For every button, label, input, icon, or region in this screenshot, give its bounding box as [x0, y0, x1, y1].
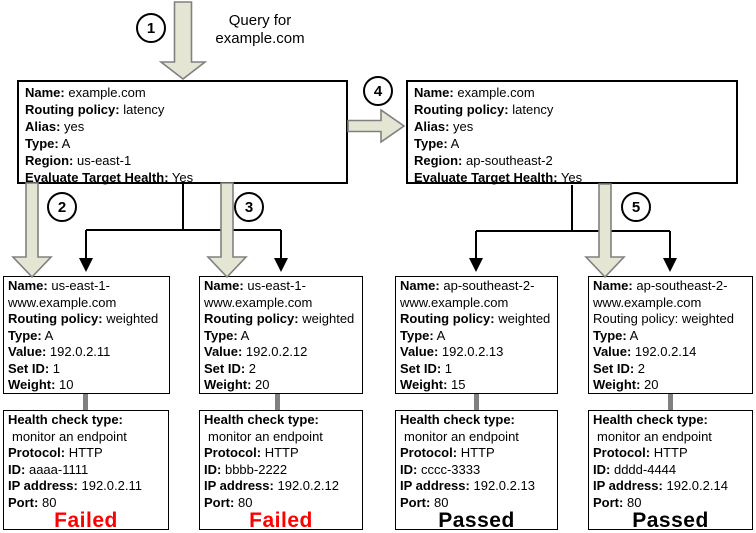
- field-id: ID: dddd-4444: [593, 461, 677, 477]
- field-id: ID: aaaa-1111: [8, 461, 89, 477]
- field-set-id: Set ID: 2: [593, 360, 646, 376]
- step-number: 3: [244, 198, 254, 216]
- field-protocol: Protocol: HTTP: [8, 445, 103, 460]
- field-type: Type: A: [414, 136, 460, 151]
- field-port: Port: 80: [400, 494, 449, 510]
- field-name: Name: us-east-1-www.example.com: [204, 278, 313, 310]
- field-weight: Weight: 10: [8, 377, 74, 392]
- query-label-line2: example.com: [215, 30, 305, 47]
- field-routing-policy: Routing policy: latency: [414, 102, 554, 117]
- field-value: Value: 192.0.2.13: [400, 344, 504, 359]
- field-value: Value: 192.0.2.14: [593, 344, 697, 359]
- step-number: 4: [373, 82, 383, 100]
- health-check-3: Health check type: monitor an endpoint P…: [395, 410, 558, 532]
- field-weight: Weight: 15: [400, 377, 466, 392]
- field-routing-policy: Routing policy: weighted: [8, 311, 159, 326]
- field-alias: Alias: yes: [414, 119, 474, 134]
- field-protocol: Protocol: HTTP: [204, 445, 299, 460]
- field-routing-policy: Routing policy: weighted: [400, 311, 551, 326]
- field-set-id: Set ID: 1: [8, 360, 61, 376]
- step2-down-arrow-icon: [11, 182, 53, 279]
- field-port: Port: 80: [8, 494, 57, 510]
- field-evaluate-target-health: Evaluate Target Health: Yes: [25, 170, 194, 185]
- field-type: Type: A: [25, 136, 71, 151]
- step4-right-arrow-icon: [347, 108, 406, 144]
- health-check-1: Health check type: monitor an endpoint P…: [3, 410, 169, 532]
- step-number: 5: [631, 198, 641, 216]
- step-number: 2: [57, 198, 67, 216]
- record-healthcheck-link: [83, 393, 88, 411]
- field-type: Type: A: [400, 327, 446, 343]
- field-port: Port: 80: [204, 494, 253, 510]
- field-value: Value: 192.0.2.12: [204, 344, 308, 359]
- field-name: Name: example.com: [414, 85, 535, 100]
- field-health-check-type-value: monitor an endpoint: [208, 428, 323, 444]
- weighted-record-3: Name: ap-southeast-2-www.example.com Rou…: [395, 276, 558, 394]
- field-ip-address: IP address: 192.0.2.14: [593, 478, 728, 493]
- latency-record-us-east-1: Name: example.com Routing policy: latenc…: [17, 80, 348, 185]
- field-set-id: Set ID: 1: [400, 360, 453, 376]
- field-value: Value: 192.0.2.11: [8, 344, 111, 359]
- field-name: Name: ap-southeast-2-www.example.com: [593, 278, 728, 310]
- query-label: Query for example.com: [193, 12, 327, 48]
- down-arrowhead-icon: [663, 258, 677, 272]
- field-health-check-type: Health check type:: [204, 412, 319, 427]
- record-healthcheck-link: [474, 393, 479, 411]
- step-1-badge: 1: [136, 13, 166, 43]
- down-arrowhead-icon: [79, 258, 93, 272]
- field-routing-policy: Routing policy: weighted: [204, 311, 355, 326]
- field-id: ID: cccc-3333: [400, 461, 481, 477]
- field-evaluate-target-health: Evaluate Target Health: Yes: [414, 170, 583, 185]
- down-arrowhead-icon: [469, 258, 483, 272]
- field-ip-address: IP address: 192.0.2.11: [8, 478, 142, 493]
- step-4-badge: 4: [363, 76, 393, 106]
- field-port: Port: 80: [593, 494, 642, 510]
- field-weight: Weight: 20: [593, 377, 659, 392]
- query-label-line1: Query for: [228, 12, 292, 29]
- field-name: Name: ap-southeast-2-www.example.com: [400, 278, 535, 310]
- status-badge: Passed: [632, 509, 709, 532]
- step-5-badge: 5: [621, 192, 651, 222]
- health-check-4: Health check type: monitor an endpoint P…: [588, 410, 753, 532]
- field-health-check-type: Health check type:: [593, 412, 708, 427]
- field-weight: Weight: 20: [204, 377, 270, 392]
- field-region: Region: us-east-1: [25, 153, 132, 168]
- latency-record-ap-southeast-2: Name: example.com Routing policy: latenc…: [406, 80, 738, 185]
- field-name: Name: example.com: [25, 85, 146, 100]
- status-badge: Failed: [249, 509, 313, 532]
- field-protocol: Protocol: HTTP: [593, 445, 688, 460]
- field-health-check-type-value: monitor an endpoint: [404, 428, 519, 444]
- field-name: Name: us-east-1-www.example.com: [8, 278, 117, 310]
- field-health-check-type-value: monitor an endpoint: [12, 428, 127, 444]
- field-id: ID: bbbb-2222: [204, 461, 288, 477]
- weighted-record-1: Name: us-east-1-www.example.com Routing …: [3, 276, 170, 394]
- record-healthcheck-link: [668, 393, 673, 411]
- step5-down-arrow-icon: [584, 183, 626, 279]
- field-ip-address: IP address: 192.0.2.12: [204, 478, 339, 493]
- step-3-badge: 3: [234, 192, 264, 222]
- field-type: Type: A: [593, 327, 639, 343]
- step-number: 1: [146, 19, 156, 37]
- field-type: Type: A: [8, 327, 54, 343]
- field-health-check-type: Health check type:: [8, 412, 123, 427]
- weighted-record-4: Name: ap-southeast-2-www.example.com Rou…: [588, 276, 753, 394]
- field-routing-policy: Routing policy: latency: [25, 102, 165, 117]
- field-alias: Alias: yes: [25, 119, 85, 134]
- field-routing-policy: Routing policy: weighted: [593, 311, 734, 326]
- field-set-id: Set ID: 2: [204, 360, 257, 376]
- field-health-check-type-value: monitor an endpoint: [597, 428, 712, 444]
- record-healthcheck-link: [275, 393, 280, 411]
- status-badge: Passed: [438, 509, 515, 532]
- field-ip-address: IP address: 192.0.2.13: [400, 478, 535, 493]
- step-2-badge: 2: [47, 192, 77, 222]
- down-arrowhead-icon: [274, 258, 288, 272]
- status-badge: Failed: [54, 509, 118, 532]
- field-type: Type: A: [204, 327, 250, 343]
- field-protocol: Protocol: HTTP: [400, 445, 495, 460]
- health-check-2: Health check type: monitor an endpoint P…: [199, 410, 363, 532]
- field-region: Region: ap-southeast-2: [414, 153, 553, 168]
- weighted-record-2: Name: us-east-1-www.example.com Routing …: [199, 276, 363, 394]
- field-health-check-type: Health check type:: [400, 412, 515, 427]
